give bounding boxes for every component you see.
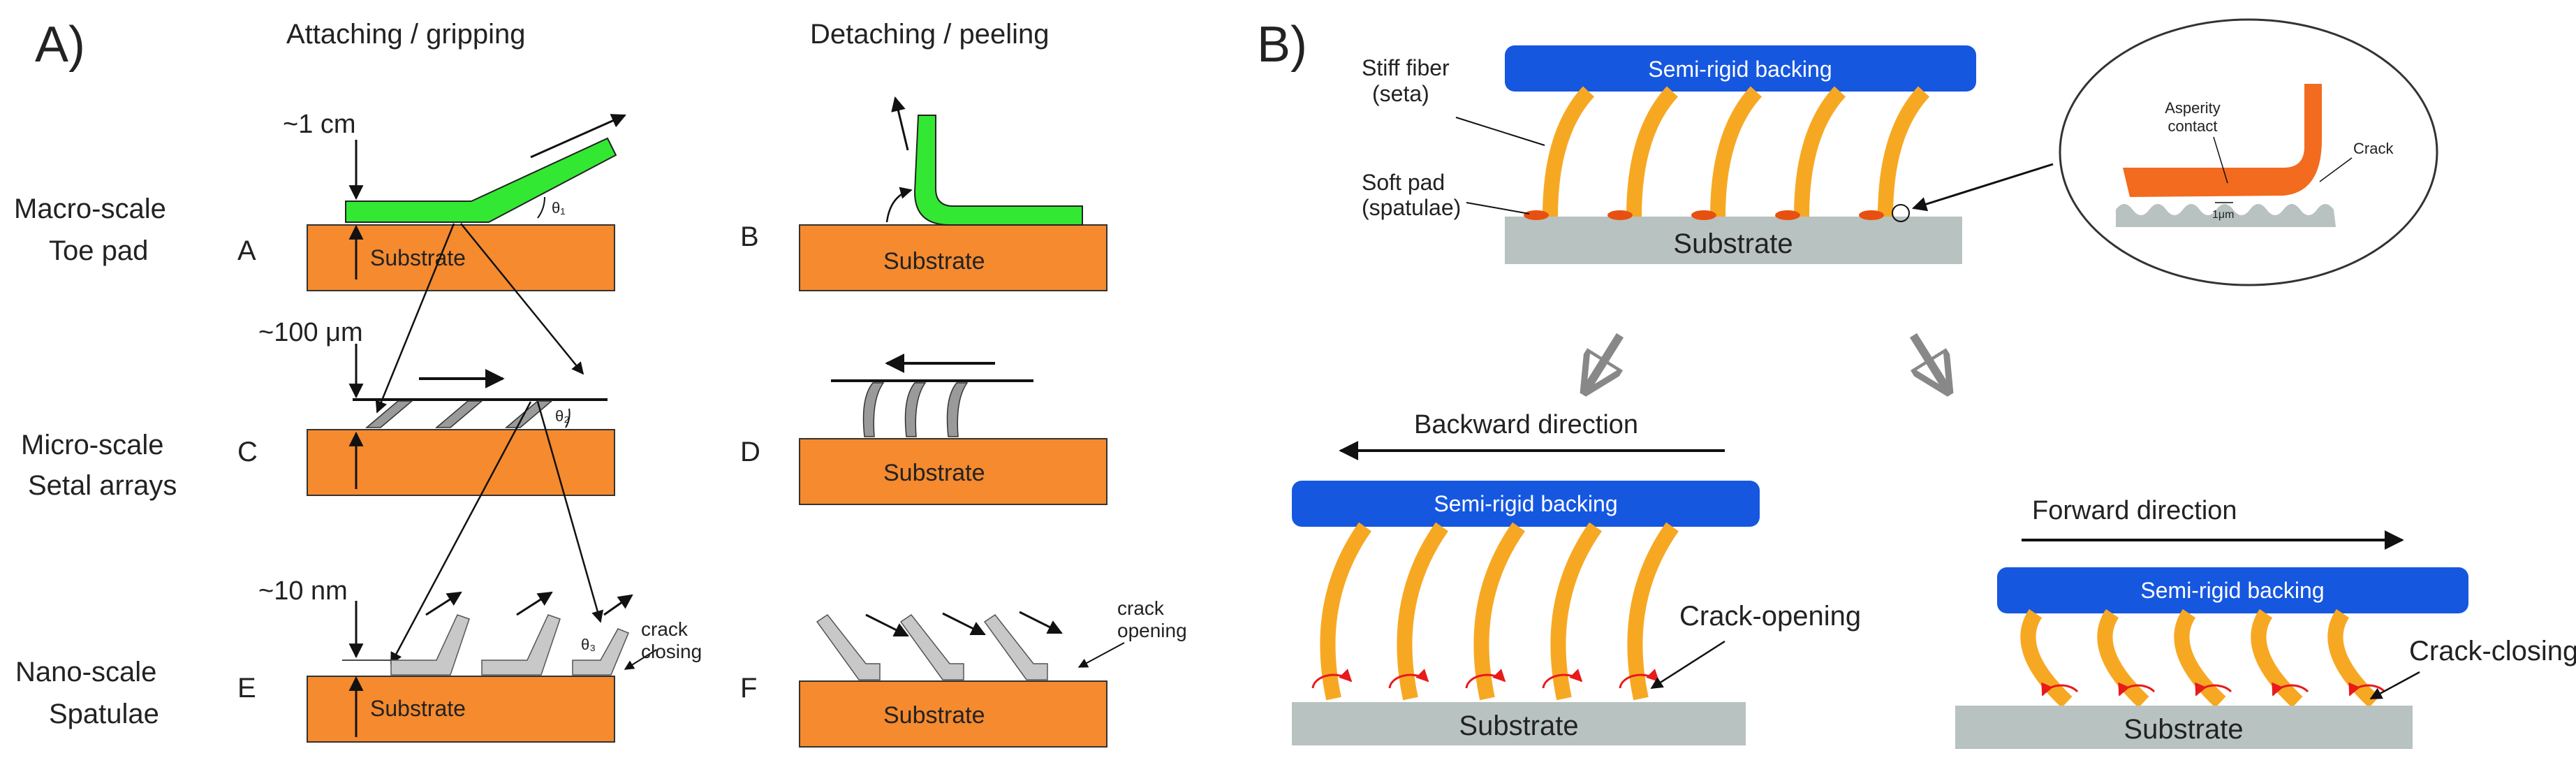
panel-b: B) Semi-rigid backing Substrate Stiff fi…	[1257, 17, 2576, 749]
substrate-f: Substrate	[883, 702, 985, 729]
hollow-arrow-left	[1585, 333, 1624, 391]
inset-crack: Crack	[2353, 140, 2394, 157]
row2-label-line2: Setal arrays	[28, 470, 177, 501]
theta3: θ₃	[581, 636, 596, 653]
substrate-e: Substrate	[370, 696, 466, 721]
soft-pad-line1: Soft pad	[1362, 170, 1445, 195]
letter-b: B	[740, 221, 759, 252]
diagram-c-setal-attach: θ₂	[307, 344, 615, 665]
diagram-f-spatulae-peel: Substrate crack opening	[799, 597, 1187, 748]
crack-closing-label: Crack-closing	[2409, 636, 2576, 666]
stiff-fiber-line1: Stiff fiber	[1362, 55, 1450, 80]
inset-scale: 1μm	[2212, 209, 2234, 221]
substrate-forward-label: Substrate	[2124, 714, 2243, 745]
panel-b-label: B)	[1257, 17, 1307, 73]
diagram-b-toe-pad-peel: Substrate	[799, 96, 1107, 291]
crack-opening-line1: crack	[1117, 597, 1165, 619]
substrate-backward	[1292, 702, 1746, 745]
substrate-forward	[1955, 706, 2413, 749]
backing-top	[1505, 45, 1976, 92]
backing-forward-label: Semi-rigid backing	[2140, 578, 2324, 603]
row3-label-line2: Spatulae	[49, 699, 159, 729]
col-attach-header: Attaching / gripping	[286, 19, 525, 50]
scale-100um: ~100 μm	[258, 318, 363, 347]
theta2: θ₂	[555, 407, 570, 425]
substrate-backward-label: Substrate	[1459, 711, 1578, 741]
substrate-b-top-label: Substrate	[1673, 228, 1793, 259]
substrate-a: Substrate	[370, 245, 466, 270]
diagram-e-spatulae-attach: Substrate θ₃ crack closing	[307, 591, 702, 743]
row1-label-line2: Toe pad	[49, 235, 148, 266]
backing-backward-label: Semi-rigid backing	[1434, 491, 1617, 516]
letter-a: A	[237, 235, 256, 266]
hollow-arrow-right	[1909, 333, 1948, 391]
stiff-fiber-line2: (seta)	[1372, 81, 1429, 106]
diagram-backward: Backward direction Semi-rigid backing Su…	[1292, 410, 1861, 745]
col-detach-header: Detaching / peeling	[810, 19, 1049, 50]
crack-opening-label: Crack-opening	[1679, 601, 1861, 632]
letter-c: C	[237, 437, 258, 467]
panel-a-label: A)	[35, 17, 85, 73]
soft-pad-line2: (spatulae)	[1362, 195, 1461, 220]
diagram-d-setal-peel: Substrate	[799, 354, 1107, 505]
inset-asperity-contact: Asperity contact Crack 1μm	[2059, 18, 2438, 286]
forward-label: Forward direction	[2032, 496, 2237, 525]
theta1: θ₁	[552, 199, 566, 217]
scale-10nm: ~10 nm	[258, 576, 348, 606]
panel-a: A) Attaching / gripping Detaching / peel…	[14, 17, 1187, 748]
backing-backward	[1292, 481, 1760, 527]
row3-label-line1: Nano-scale	[15, 657, 156, 687]
diagram-forward: Forward direction Semi-rigid backing Sub…	[1955, 496, 2576, 749]
backing-top-label: Semi-rigid backing	[1648, 57, 1832, 82]
backing-forward	[1997, 567, 2468, 613]
inset-asperity-line2: contact	[2168, 117, 2218, 135]
letter-d: D	[740, 437, 760, 467]
backward-label: Backward direction	[1414, 410, 1638, 439]
crack-closing-line2: closing	[641, 641, 702, 662]
crack-closing-line1: crack	[641, 618, 689, 640]
diagram-b-top: Semi-rigid backing Substrate Stiff fiber…	[1362, 18, 2438, 286]
substrate-b: Substrate	[883, 248, 985, 275]
inset-asperity-line1: Asperity	[2165, 99, 2220, 117]
row1-label-line1: Macro-scale	[14, 194, 166, 224]
scale-1cm: ~1 cm	[283, 110, 356, 139]
substrate-d: Substrate	[883, 460, 985, 486]
crack-opening-line2: opening	[1117, 620, 1187, 641]
letter-e: E	[237, 673, 256, 704]
substrate-b-top	[1505, 217, 1962, 264]
letter-f: F	[740, 673, 757, 704]
row2-label-line1: Micro-scale	[21, 430, 163, 460]
diagram-a-toe-pad-attach: Substrate θ₁	[307, 114, 626, 414]
